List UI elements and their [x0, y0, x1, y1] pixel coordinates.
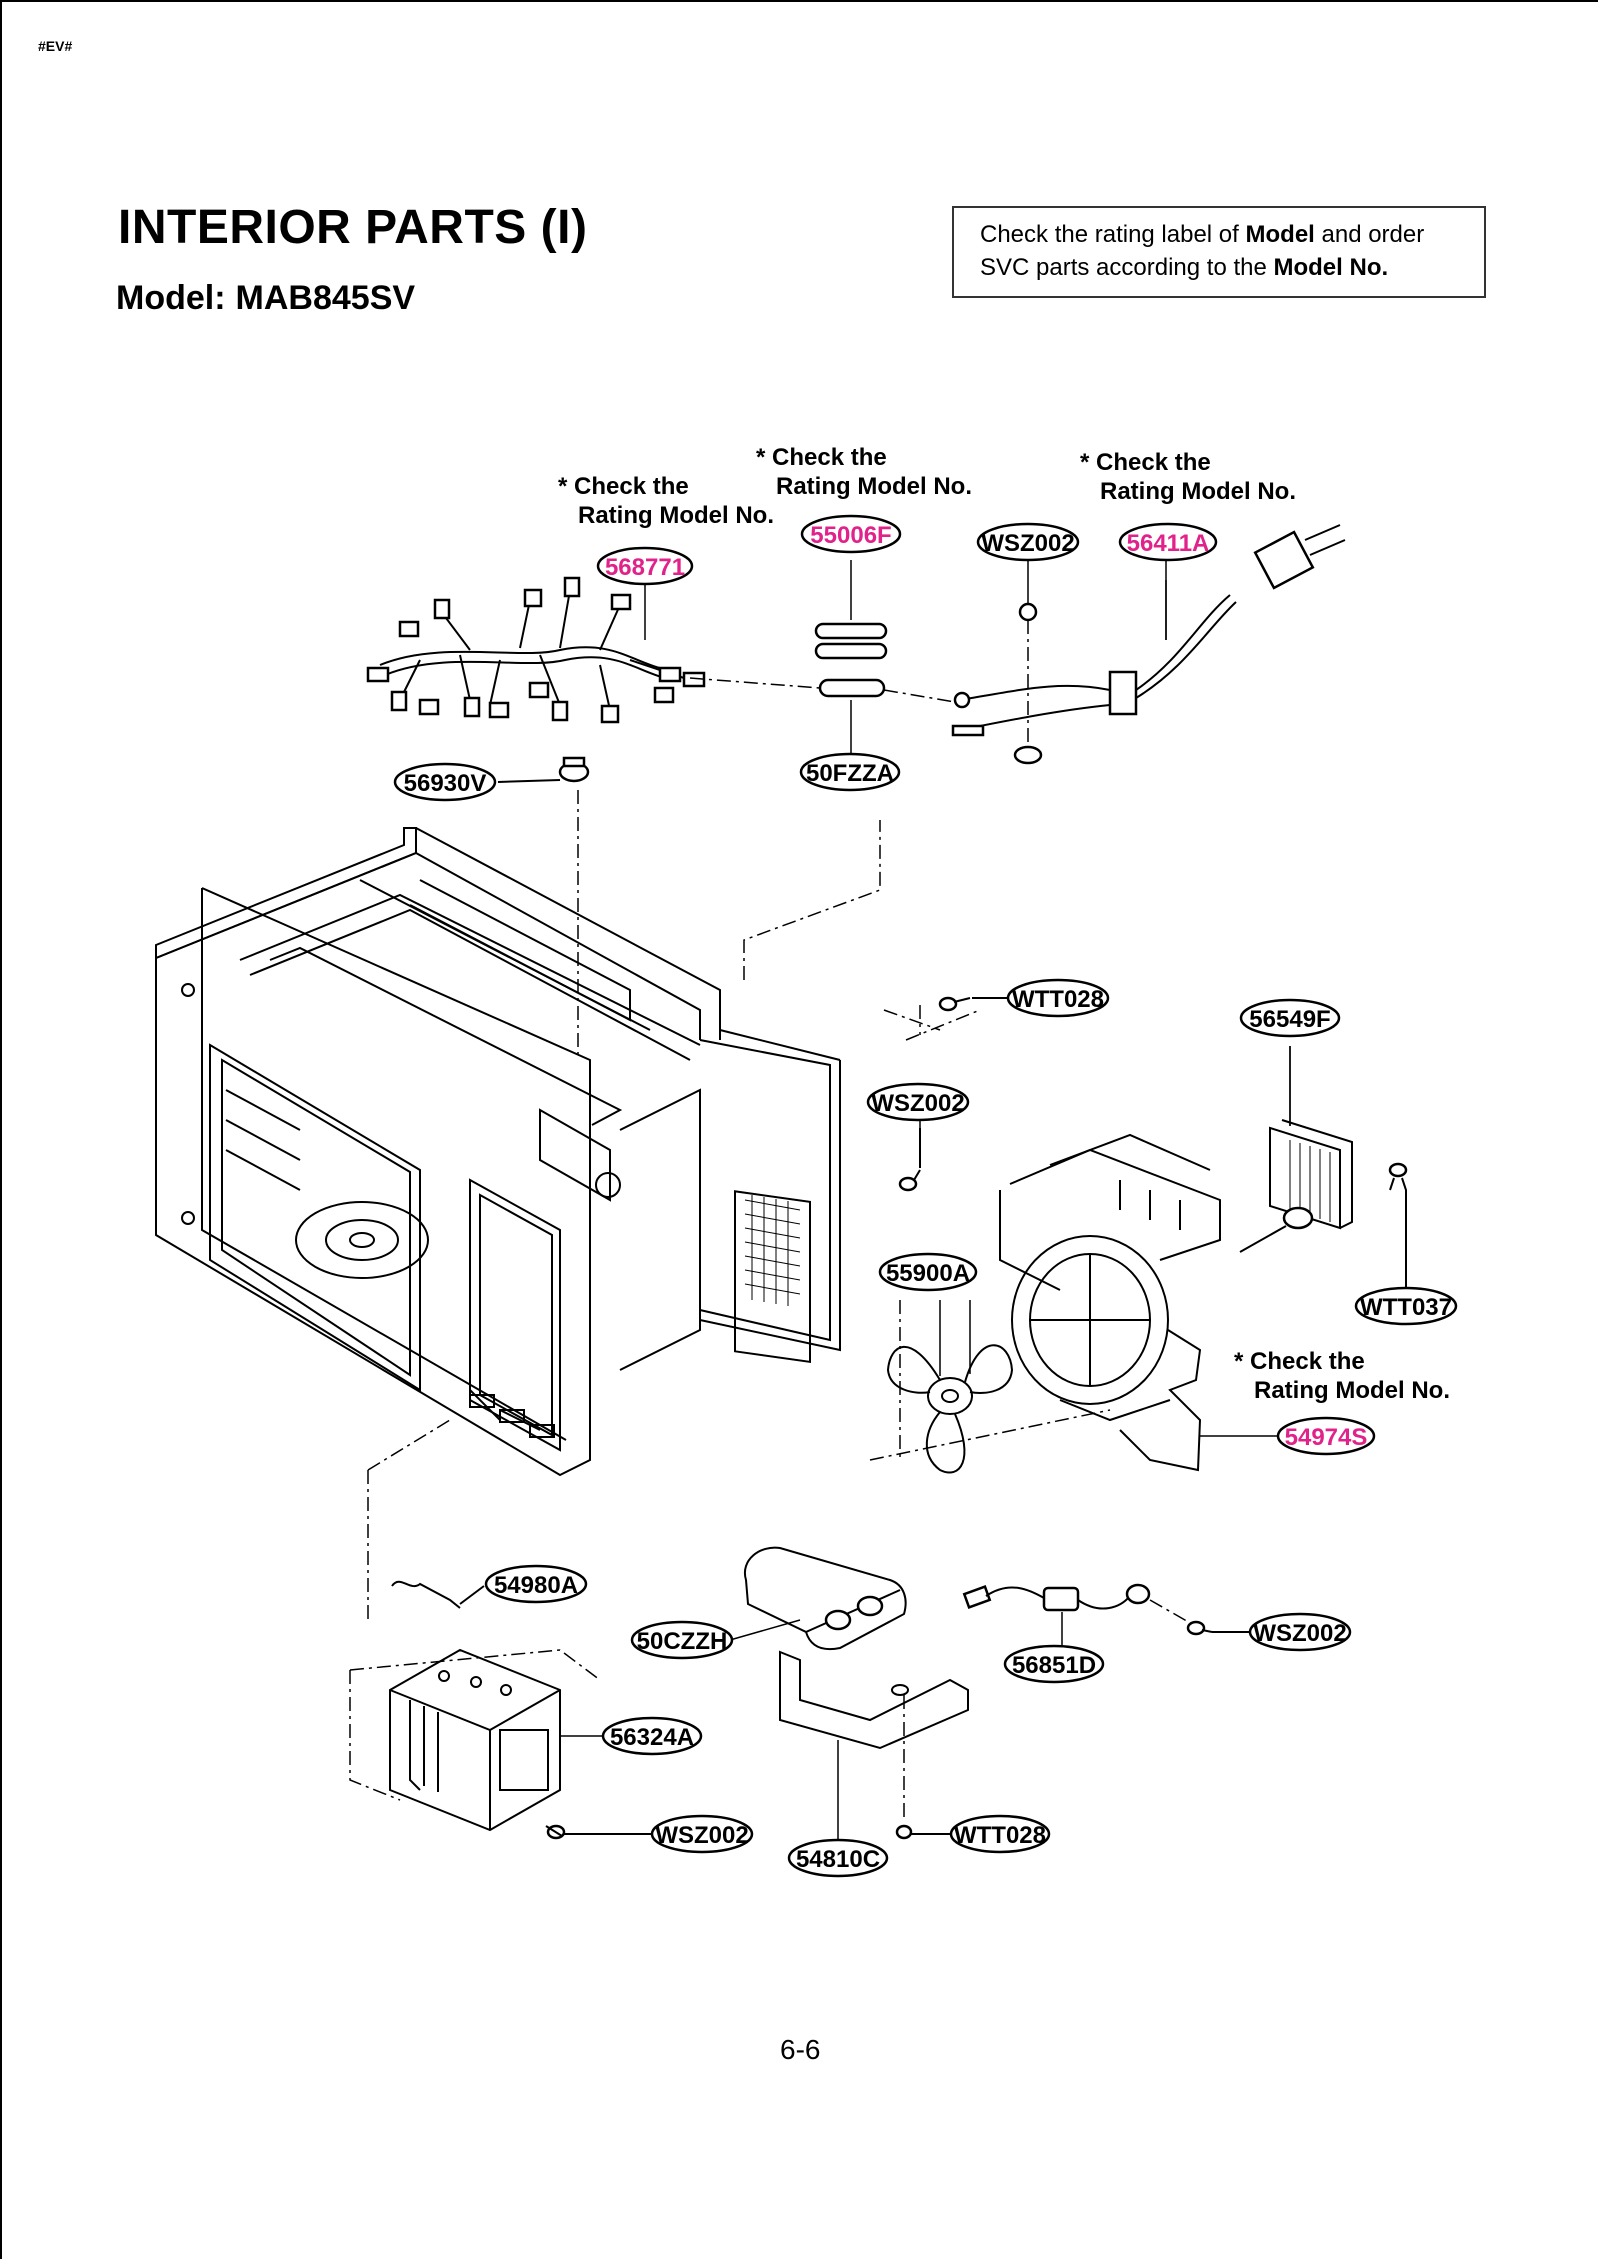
screw-wsz002-bottom-drawing [545, 1824, 654, 1840]
label-wtt028-bottom: WTT028 [949, 1814, 1051, 1854]
svg-text:WTT028: WTT028 [954, 1822, 1046, 1849]
noise-filter-drawing [962, 1583, 1151, 1648]
oven-chassis-drawing [155, 827, 841, 1477]
label-wtt028-top: WTT028 [1006, 978, 1110, 1018]
fan-motor-drawing [1239, 1046, 1353, 1253]
page-number: 6-6 [780, 2034, 821, 2065]
note-motor-bracket: * Check the Rating Model No. [1234, 1348, 1450, 1404]
capacitor-drawing [729, 1546, 907, 1651]
svg-text:WTT037: WTT037 [1360, 1294, 1452, 1321]
notice-text: Check the rating label of [980, 221, 1246, 248]
svg-text:56324A: 56324A [610, 1724, 694, 1751]
label-54974S: 54974S [1276, 1416, 1376, 1456]
svg-text:54980A: 54980A [494, 1572, 578, 1599]
svg-text:54810C: 54810C [796, 1846, 880, 1873]
svg-text:56930V: 56930V [404, 770, 487, 797]
notice-emphasis: Model [1245, 221, 1315, 248]
page-tag: #EV# [38, 38, 73, 54]
fan-blade-drawing [886, 1300, 1014, 1474]
model-line: Model:MAB845SV [116, 279, 415, 318]
svg-text:WSZ002: WSZ002 [655, 1822, 748, 1849]
svg-text:WSZ002: WSZ002 [871, 1090, 964, 1117]
rating-notice-box: Check the rating label of Model and orde… [952, 206, 1486, 298]
fuse-drawing [814, 560, 888, 754]
svg-text:* Check the: * Check the [1234, 1348, 1365, 1375]
svg-text:WSZ002: WSZ002 [981, 530, 1074, 557]
svg-text:* Check the: * Check the [558, 473, 689, 500]
label-56411A: 56411A [1118, 522, 1218, 562]
label-56549F: 56549F [1239, 998, 1341, 1038]
label-54980A: 54980A [484, 1564, 588, 1604]
svg-text:WTT028: WTT028 [1012, 986, 1104, 1013]
notice-text: and order [1314, 221, 1425, 248]
label-wsz002-top: WSZ002 [976, 522, 1080, 562]
svg-text:56851D: 56851D [1012, 1652, 1096, 1679]
label-55006F: 55006F [800, 514, 902, 554]
label-50CZZH: 50CZZH [630, 1620, 734, 1660]
note-fuse: * Check the Rating Model No. [756, 444, 972, 500]
svg-text:WSZ002: WSZ002 [1253, 1620, 1346, 1647]
label-50FZZA: 50FZZA [799, 752, 901, 792]
svg-text:568771: 568771 [605, 554, 685, 581]
transformer-drawing [349, 1648, 606, 1832]
screw-wtt028-bottom-drawing [895, 1824, 954, 1840]
screw-wsz002-right-drawing [1149, 1599, 1250, 1636]
label-wtt037: WTT037 [1354, 1286, 1458, 1326]
svg-text:Rating Model No.: Rating Model No. [578, 502, 774, 529]
label-568771: 568771 [596, 546, 694, 586]
label-wsz002-right: WSZ002 [1248, 1612, 1352, 1652]
spring-drawing [391, 1580, 485, 1609]
svg-text:56411A: 56411A [1127, 530, 1210, 557]
svg-text:Rating Model No.: Rating Model No. [1254, 1377, 1450, 1404]
model-value: MAB845SV [235, 279, 416, 317]
model-label: Model: [116, 279, 226, 317]
label-wsz002-mid: WSZ002 [866, 1082, 970, 1122]
capacitor-bracket-drawing [779, 1650, 969, 1842]
notice-text: SVC parts according to the [980, 254, 1274, 281]
svg-text:55006F: 55006F [810, 522, 891, 549]
motor-bracket-drawing [999, 1133, 1221, 1472]
note-powercord: * Check the Rating Model No. [1080, 449, 1296, 505]
label-55900A: 55900A [878, 1252, 978, 1292]
thermostat-drawing [497, 756, 590, 1060]
label-wsz002-bottom: WSZ002 [650, 1814, 754, 1854]
screw-wtt037-drawing [1388, 1162, 1408, 1290]
wire-harness-drawing [366, 576, 706, 724]
screw-wsz002-mid-drawing [898, 1128, 921, 1192]
page-title: INTERIOR PARTS (I) [118, 201, 588, 254]
svg-text:50FZZA: 50FZZA [806, 760, 894, 787]
leader-lines [644, 580, 1291, 1437]
label-54810C: 54810C [787, 1838, 889, 1878]
svg-text:55900A: 55900A [886, 1260, 970, 1287]
svg-text:* Check the: * Check the [756, 444, 887, 471]
label-56930V: 56930V [393, 762, 497, 802]
svg-text:50CZZH: 50CZZH [637, 1628, 728, 1655]
label-56324A: 56324A [601, 1716, 703, 1756]
svg-text:* Check the: * Check the [1080, 449, 1211, 476]
svg-text:Rating Model No.: Rating Model No. [1100, 478, 1296, 505]
svg-text:Rating Model No.: Rating Model No. [776, 473, 972, 500]
notice-emphasis: Model No. [1273, 254, 1389, 281]
note-harness: * Check the Rating Model No. [558, 473, 774, 529]
power-cord-drawing [951, 524, 1346, 765]
svg-text:54974S: 54974S [1285, 1424, 1368, 1451]
screw-wtt028-top-drawing [938, 996, 1008, 1012]
svg-text:56549F: 56549F [1249, 1006, 1330, 1033]
label-56851D: 56851D [1003, 1644, 1105, 1684]
